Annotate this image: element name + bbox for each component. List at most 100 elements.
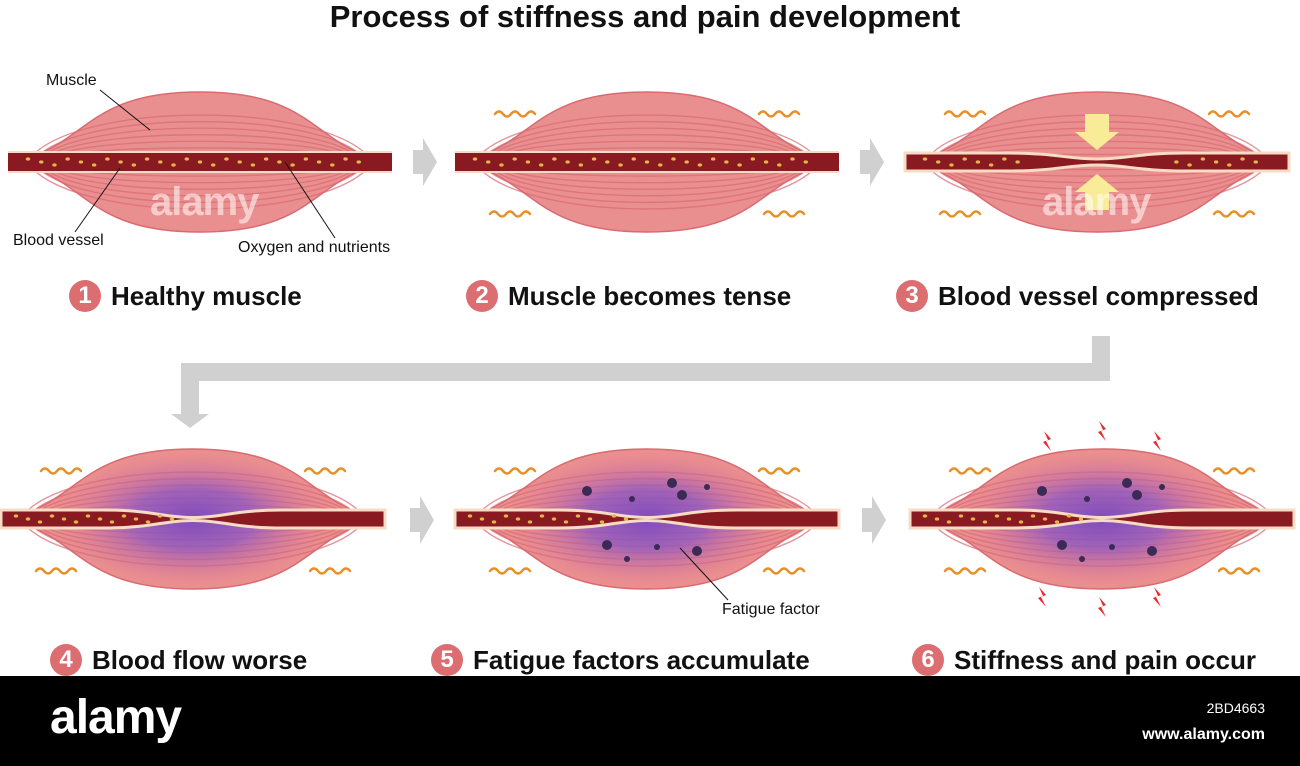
nutrient-dot — [644, 160, 650, 164]
flow-arrows — [171, 138, 1110, 544]
step-1-label: Healthy muscle — [111, 280, 302, 311]
nutrient-dot — [750, 157, 756, 161]
nutrient-dot — [1002, 157, 1007, 161]
nutrient-dot — [1253, 160, 1258, 164]
nutrient-dot — [934, 517, 940, 521]
step-2-label: Muscle becomes tense — [508, 280, 792, 311]
nutrient-dot — [277, 160, 282, 164]
arrow-1-2 — [413, 138, 437, 186]
tension-squiggle — [757, 467, 801, 475]
nutrient-dot — [605, 160, 610, 164]
nutrient-dot — [936, 160, 941, 164]
nutrient-dot — [975, 160, 981, 164]
tension-squiggle — [303, 467, 347, 475]
tension-squiggle — [938, 210, 982, 218]
nutrient-dot — [575, 514, 581, 518]
muscle-fiber — [29, 114, 371, 159]
tension-squiggle — [943, 110, 987, 118]
nutrient-dot — [777, 163, 782, 167]
watermark: alamy — [1042, 180, 1151, 224]
watermark: alamy — [150, 180, 259, 224]
nutrient-dot — [982, 520, 988, 524]
nutrient-dot — [922, 514, 928, 518]
tension-squiggle — [762, 567, 806, 575]
tension-squiggle — [948, 467, 992, 475]
nutrient-dot — [479, 517, 485, 521]
nutrient-dot — [330, 163, 335, 167]
nutrient-dot — [790, 157, 795, 161]
tension-squiggle — [488, 210, 532, 218]
tension-squiggle — [308, 567, 352, 575]
step-6: 6 Stiffness and pain occur — [912, 644, 1256, 676]
nutrient-dot — [97, 517, 103, 521]
step-2-badge: 2 — [466, 280, 498, 312]
muscle-fiber — [41, 127, 359, 159]
muscle-fiber — [50, 165, 350, 184]
nutrient-dot — [763, 160, 769, 164]
compress-arrow-up — [1075, 174, 1119, 210]
nutrient-dot — [316, 160, 322, 164]
nutrient-dot — [158, 160, 163, 164]
step-1: 1 Healthy muscle — [69, 280, 302, 312]
nutrient-dot — [684, 160, 689, 164]
nutrient-dot — [13, 514, 19, 518]
arrow-4-5 — [410, 496, 434, 544]
leader-muscle — [99, 89, 151, 131]
nutrient-dot — [1054, 520, 1060, 524]
nutrient-dot — [1200, 157, 1206, 161]
nutrient-dot — [290, 163, 295, 167]
nutrient-dot — [994, 514, 1000, 518]
pain-spark — [1098, 421, 1106, 441]
nutrient-dot — [356, 160, 361, 164]
nutrient-dot — [224, 157, 229, 161]
nutrient-dot — [512, 157, 517, 161]
nutrient-dot — [250, 163, 256, 167]
fatigue-particle — [1147, 546, 1157, 556]
nutrient-dot — [724, 160, 729, 164]
nutrient-dot — [491, 520, 497, 524]
muscle-1 — [7, 91, 393, 233]
nutrient-dot — [343, 157, 348, 161]
label-fatigue-factor: Fatigue factor — [722, 601, 820, 618]
nutrient-dot — [197, 160, 203, 164]
muscle-2 — [454, 91, 840, 233]
nutrient-dot — [121, 514, 127, 518]
nutrient-dot — [133, 517, 139, 521]
tension-squiggle — [1212, 467, 1256, 475]
fatigue-particle — [1057, 540, 1067, 550]
step-5-label: Fatigue factors accumulate — [473, 644, 810, 675]
nutrient-dot — [578, 163, 584, 167]
nutrient-dot — [552, 157, 557, 161]
step-3-badge: 3 — [896, 280, 928, 312]
nutrient-dot — [988, 163, 994, 167]
compress-arrow-down — [1075, 114, 1119, 150]
nutrient-dot — [85, 514, 91, 518]
muscle-fiber — [45, 165, 355, 190]
nutrient-dot — [631, 157, 636, 161]
nutrient-dot — [525, 160, 531, 164]
nutrient-dot — [1187, 163, 1192, 167]
fatigue-particle — [1109, 544, 1115, 550]
nutrient-dot — [623, 517, 629, 521]
step-1-badge: 1 — [69, 280, 101, 312]
nutrient-dot — [599, 520, 605, 524]
step-5-badge: 5 — [431, 644, 463, 676]
tension-squiggle — [943, 567, 987, 575]
nutrient-dot — [467, 514, 473, 518]
nutrient-dot — [962, 157, 967, 161]
blood-vessel — [903, 151, 1291, 173]
nutrient-dot — [1042, 517, 1048, 521]
label-blood-vessel: Blood vessel — [13, 232, 104, 249]
nutrient-dot — [565, 160, 570, 164]
pain-spark — [1153, 431, 1161, 451]
nutrient-dot — [237, 160, 242, 164]
footer-bar: alamy 2BD4663 www.alamy.com — [0, 676, 1300, 766]
muscle-4 — [0, 448, 387, 590]
nutrient-dot — [563, 520, 569, 524]
fatigue-particle — [1159, 484, 1165, 490]
muscle-fiber — [482, 120, 812, 159]
fatigue-particle — [629, 496, 635, 502]
nutrient-dot — [1213, 160, 1219, 164]
nutrient-dot — [946, 520, 952, 524]
nutrient-dot — [211, 163, 216, 167]
